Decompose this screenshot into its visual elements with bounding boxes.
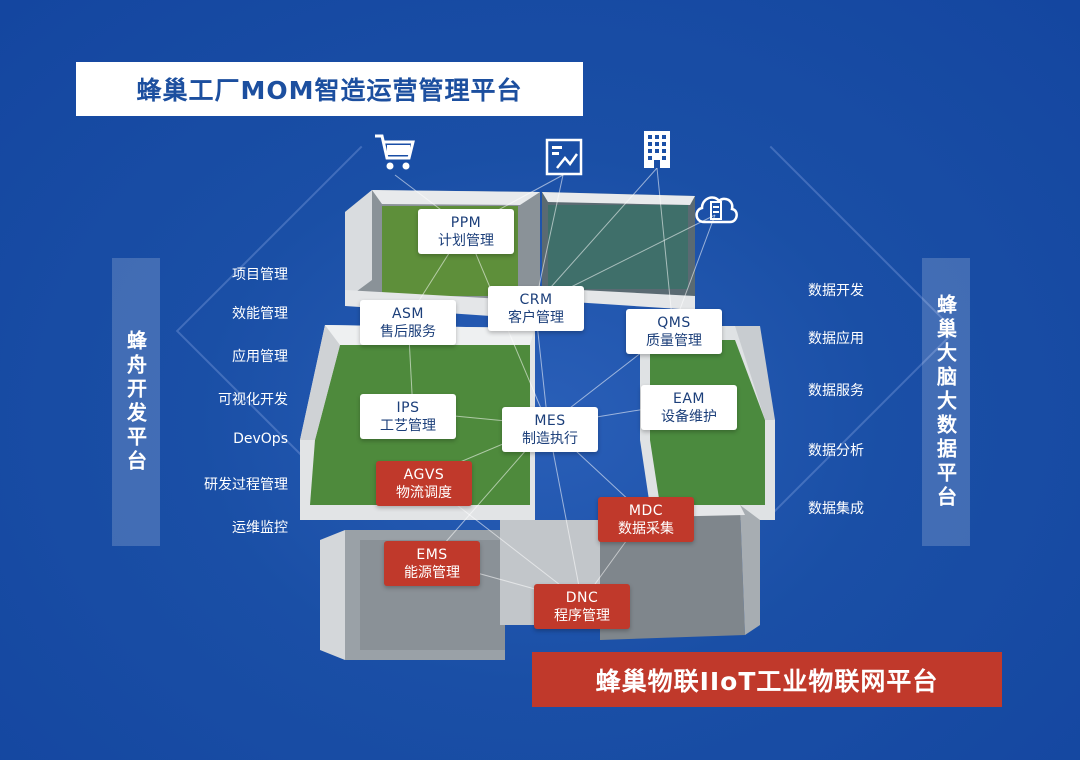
module-code: QMS [657, 315, 691, 331]
right-menu-item: 数据应用 [808, 331, 864, 347]
building-icon [644, 131, 670, 168]
module-name: 质量管理 [646, 333, 702, 349]
module-code: PPM [450, 215, 482, 231]
right-platform-bar: 蜂巢大脑大数据平台 [922, 258, 970, 546]
module-asm[interactable]: ASM 售后服务 [360, 300, 456, 345]
module-mes[interactable]: MES 制造执行 [502, 407, 598, 452]
module-code: EAM [672, 391, 705, 407]
module-code: MDC [628, 503, 664, 519]
module-name: 能源管理 [404, 565, 460, 581]
module-agvs[interactable]: AGVS 物流调度 [376, 461, 472, 506]
right-menu-item: 数据集成 [808, 501, 864, 517]
module-code: MES [534, 413, 566, 429]
module-name: 程序管理 [554, 608, 610, 624]
left-platform-bar: 蜂舟开发平台 [112, 258, 160, 546]
module-name: 物流调度 [396, 485, 452, 501]
module-dnc[interactable]: DNC 程序管理 [534, 584, 630, 629]
module-code: AGVS [403, 467, 445, 483]
module-name: 工艺管理 [380, 418, 436, 434]
module-crm[interactable]: CRM 客户管理 [488, 286, 584, 331]
shopping-cart-icon [375, 134, 415, 170]
left-menu-item: 效能管理 [232, 306, 288, 322]
platform-title-bottom: 蜂巢物联IIoT工业物联网平台 [532, 652, 1002, 707]
module-eam[interactable]: EAM 设备维护 [641, 385, 737, 430]
left-menu-item: 应用管理 [232, 349, 288, 365]
right-menu-item: 数据服务 [808, 383, 864, 399]
chart-document-icon [545, 138, 583, 176]
cloud-server-icon [695, 196, 738, 224]
module-code: CRM [519, 292, 553, 308]
module-code: DNC [565, 590, 599, 606]
module-ems[interactable]: EMS 能源管理 [384, 541, 480, 586]
module-name: 数据采集 [618, 521, 674, 537]
module-code: IPS [396, 400, 420, 416]
right-menu-item: 数据开发 [808, 283, 864, 299]
left-menu-item: DevOps [233, 431, 288, 447]
module-code: ASM [391, 306, 425, 322]
module-ppm[interactable]: PPM 计划管理 [418, 209, 514, 254]
module-name: 制造执行 [522, 431, 578, 447]
module-name: 售后服务 [380, 324, 436, 340]
left-menu: 项目管理 效能管理 应用管理 可视化开发 DevOps 研发过程管理 运维监控 [180, 258, 288, 548]
module-qms[interactable]: QMS 质量管理 [626, 309, 722, 354]
right-menu: 数据开发 数据应用 数据服务 数据分析 数据集成 [796, 274, 896, 524]
right-menu-item: 数据分析 [808, 443, 864, 459]
module-mdc[interactable]: MDC 数据采集 [598, 497, 694, 542]
module-name: 计划管理 [438, 233, 494, 249]
platform-title-top: 蜂巢工厂MOM智造运营管理平台 [76, 62, 583, 116]
module-name: 客户管理 [508, 310, 564, 326]
left-menu-item: 研发过程管理 [204, 477, 288, 493]
left-menu-item: 项目管理 [232, 267, 288, 283]
module-name: 设备维护 [661, 409, 717, 425]
left-menu-item: 运维监控 [232, 520, 288, 536]
module-code: EMS [416, 547, 448, 563]
module-ips[interactable]: IPS 工艺管理 [360, 394, 456, 439]
left-menu-item: 可视化开发 [218, 392, 288, 408]
